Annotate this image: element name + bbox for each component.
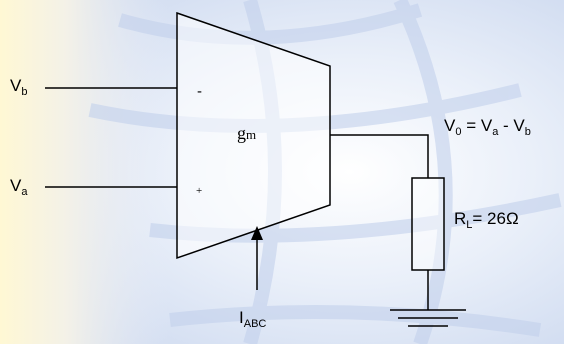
bias-current-label: IABC (239, 308, 267, 330)
noninverting-sign: + (196, 185, 203, 197)
inverting-sign: - (197, 83, 202, 100)
load-label: RL= 26Ω (454, 209, 519, 231)
amplifier-body (176, 11, 331, 260)
load-resistor (411, 177, 445, 271)
output-wire (330, 134, 429, 178)
input-a-label: Va (10, 176, 28, 198)
gain-label: gm (237, 123, 257, 143)
input-b-label: Vb (10, 76, 28, 98)
output-expression: V0 = Va - Vb (444, 116, 531, 138)
bias-arrow-head (251, 226, 263, 240)
